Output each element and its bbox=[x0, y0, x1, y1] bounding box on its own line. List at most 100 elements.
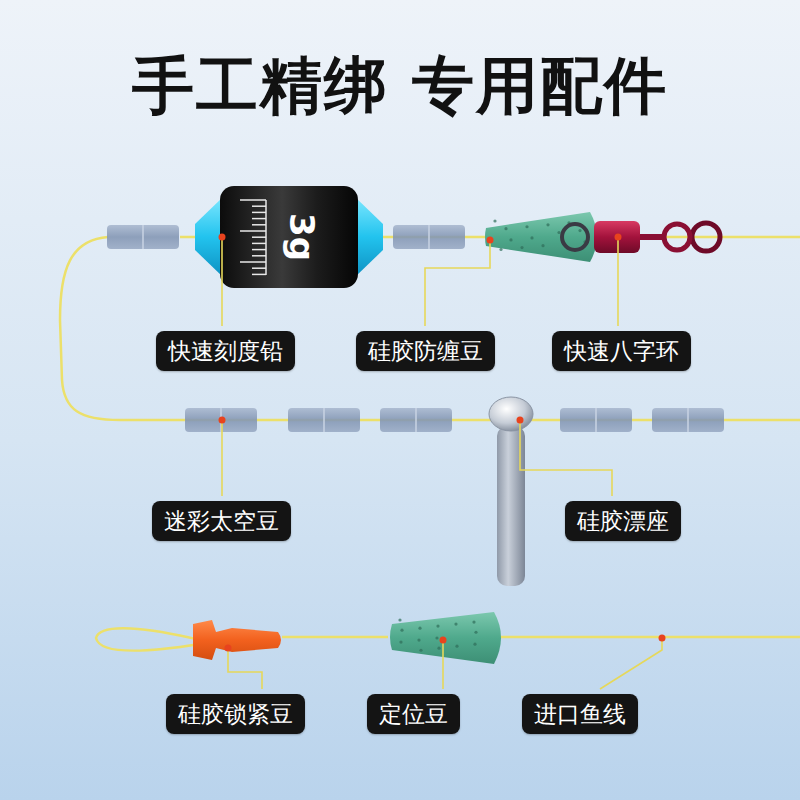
swivel-ring bbox=[664, 224, 690, 250]
marker-dot bbox=[440, 637, 447, 644]
bead-seam bbox=[428, 225, 430, 249]
leader-line bbox=[520, 420, 612, 496]
space-bead bbox=[393, 225, 465, 249]
part-label: 迷彩太空豆 bbox=[152, 501, 291, 542]
bead-texture bbox=[398, 618, 477, 651]
marker-dot bbox=[615, 234, 622, 241]
texture-dot bbox=[474, 631, 477, 634]
float-seat bbox=[489, 397, 533, 586]
scale-tick bbox=[252, 274, 266, 276]
texture-dot bbox=[530, 236, 533, 239]
scale-lead bbox=[195, 186, 383, 288]
marker-dot bbox=[487, 237, 494, 244]
leader-line bbox=[425, 240, 490, 326]
texture-dot bbox=[541, 244, 544, 247]
bead-seam bbox=[687, 408, 689, 432]
part-label: 快速八字环 bbox=[552, 331, 691, 372]
bead-seam bbox=[595, 408, 597, 432]
texture-dot bbox=[472, 620, 475, 623]
float-seat-head bbox=[489, 397, 533, 431]
marker-dot bbox=[219, 417, 226, 424]
scale-tick bbox=[252, 212, 266, 214]
part-label: 快速刻度铅 bbox=[156, 331, 295, 372]
scale-tick bbox=[252, 243, 266, 245]
marker-dot bbox=[219, 234, 226, 241]
scale-tick bbox=[240, 199, 266, 201]
space-bead bbox=[560, 408, 632, 432]
scale-tick bbox=[240, 230, 266, 232]
anti-tangle-bead bbox=[485, 212, 597, 262]
marker-dot bbox=[219, 234, 666, 652]
leader-line bbox=[222, 237, 662, 689]
scale-tick bbox=[252, 249, 266, 251]
scale-tick bbox=[240, 261, 266, 263]
texture-dot bbox=[546, 223, 549, 226]
marker-dot bbox=[225, 645, 232, 652]
texture-dot bbox=[417, 638, 420, 641]
label-text: 硅胶锁紧豆 bbox=[178, 700, 293, 729]
swivel-barrel bbox=[594, 221, 640, 253]
bead-seam bbox=[142, 225, 144, 249]
lead-body bbox=[220, 186, 358, 288]
leader-line bbox=[228, 648, 262, 689]
fishing-line bbox=[60, 237, 800, 420]
texture-dot bbox=[419, 649, 422, 652]
texture-dot bbox=[578, 229, 581, 232]
texture-dot bbox=[504, 227, 507, 230]
marker-dot bbox=[517, 417, 524, 424]
green-bead bbox=[485, 212, 597, 262]
scale-ticks bbox=[240, 200, 266, 275]
scale-tick bbox=[252, 205, 266, 207]
orange-bead bbox=[193, 620, 281, 660]
scale-tick bbox=[252, 236, 266, 238]
texture-dot bbox=[454, 622, 457, 625]
space-bead bbox=[107, 225, 724, 432]
texture-dot bbox=[509, 238, 512, 241]
texture-dot bbox=[399, 641, 402, 644]
swivel-ring bbox=[562, 224, 588, 250]
weight-mark: 3g bbox=[285, 213, 319, 261]
part-label: 硅胶防缠豆 bbox=[356, 331, 495, 372]
bead-seam bbox=[323, 408, 325, 432]
swivel-ring bbox=[692, 223, 720, 251]
swivel bbox=[562, 221, 720, 253]
texture-dot bbox=[437, 647, 440, 650]
leader-line bbox=[617, 237, 619, 326]
space-bead bbox=[185, 408, 257, 432]
part-label: 定位豆 bbox=[367, 694, 460, 735]
fishing-line bbox=[60, 237, 800, 651]
texture-dot bbox=[520, 246, 523, 249]
marker-dot bbox=[659, 635, 666, 642]
space-bead bbox=[652, 408, 724, 432]
space-bead bbox=[107, 225, 179, 249]
label-text: 定位豆 bbox=[379, 700, 448, 729]
label-text: 快速刻度铅 bbox=[168, 337, 283, 366]
texture-dot bbox=[557, 231, 560, 234]
leader-line bbox=[600, 638, 662, 689]
scale-tick bbox=[252, 224, 266, 226]
label-text: 硅胶漂座 bbox=[577, 507, 669, 536]
locating-bead bbox=[390, 612, 501, 664]
leader-line bbox=[221, 420, 223, 496]
texture-dot bbox=[493, 219, 496, 222]
part-label: 硅胶漂座 bbox=[565, 501, 681, 542]
swivel-shank bbox=[640, 234, 662, 240]
lock-bead bbox=[193, 620, 281, 660]
leader-line bbox=[442, 640, 444, 689]
scale-tick bbox=[252, 267, 266, 269]
texture-dot bbox=[436, 625, 439, 628]
green-bead bbox=[390, 612, 501, 664]
label-text: 进口鱼线 bbox=[534, 700, 626, 729]
texture-dot bbox=[525, 225, 528, 228]
space-bead bbox=[288, 408, 360, 432]
label-text: 迷彩太空豆 bbox=[164, 507, 279, 536]
scale-tick bbox=[252, 218, 266, 220]
texture-dot bbox=[418, 627, 421, 630]
lead-cap bbox=[354, 196, 383, 278]
bead-seam bbox=[415, 408, 417, 432]
part-label: 进口鱼线 bbox=[522, 694, 638, 735]
part-label: 硅胶锁紧豆 bbox=[166, 694, 305, 735]
label-text: 快速八字环 bbox=[564, 337, 679, 366]
texture-dot bbox=[398, 618, 401, 621]
texture-dot bbox=[499, 248, 502, 251]
